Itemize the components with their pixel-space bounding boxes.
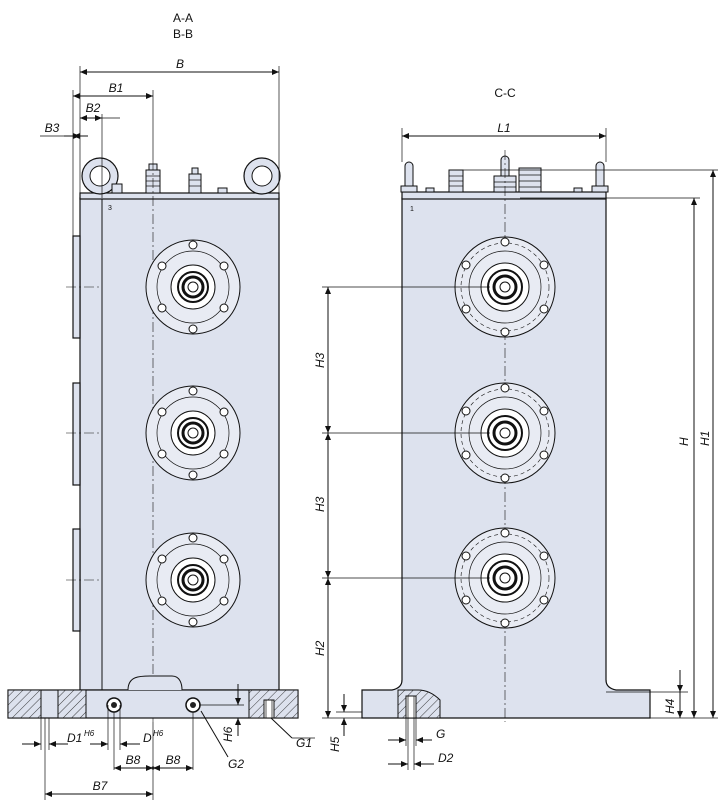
dim-h3-lower: H3 [313,496,327,512]
leader-g2 [200,710,229,758]
dim-d: D [143,731,152,745]
dim-g1: G1 [296,736,312,750]
view-title-a-a: A-A [173,11,193,25]
side-strip-middle [72,382,81,486]
dim-b2: B2 [86,101,101,115]
left-view: A-A B-B [7,11,315,800]
dim-d1-tolerance: H6 [84,729,95,738]
left-flange-1 [145,239,241,335]
dim-d2: D2 [438,751,454,765]
dim-h1: H1 [698,431,712,446]
dim-b3: B3 [45,121,60,135]
dim-g: G [436,727,445,741]
right-base-port [405,695,417,719]
right-flange-1 [454,236,556,338]
port-number-1: 1 [410,206,414,213]
dim-b8-left: B8 [126,753,141,767]
dim-h6: H6 [221,726,235,742]
left-flange-3 [145,532,241,628]
left-flange-2 [145,385,241,481]
dim-h4: H4 [663,698,677,714]
view-title-b-b: B-B [173,27,193,41]
lifting-eye-left [81,157,123,195]
fitting-left-2 [188,167,202,194]
leader-g1 [270,717,293,739]
lifting-eye-right [243,157,281,195]
dim-b: B [176,57,184,71]
dim-g2: G2 [228,757,244,771]
left-top-plate [79,192,280,200]
left-base-plate [7,675,299,719]
dim-h2: H2 [313,640,327,656]
dim-h3-upper: H3 [313,352,327,368]
base-port-g2 [185,697,201,713]
base-port-d [106,697,122,713]
dim-l1: L1 [497,121,510,135]
right-view: C-C 1 [313,86,718,770]
fitting-left-3 [217,187,228,194]
port-number-3: 3 [108,205,112,212]
right-fittings [425,167,583,193]
dim-h: H [677,437,691,446]
dim-b1: B1 [109,81,124,95]
dim-d-tolerance: H6 [153,729,164,738]
dim-b8-right: B8 [166,753,181,767]
right-stud-left [400,161,418,193]
dim-b7: B7 [93,779,109,793]
dim-h5: H5 [328,736,342,752]
right-stud-right [591,161,609,193]
dim-d1: D1 [67,731,82,745]
view-title-c-c: C-C [494,86,516,100]
